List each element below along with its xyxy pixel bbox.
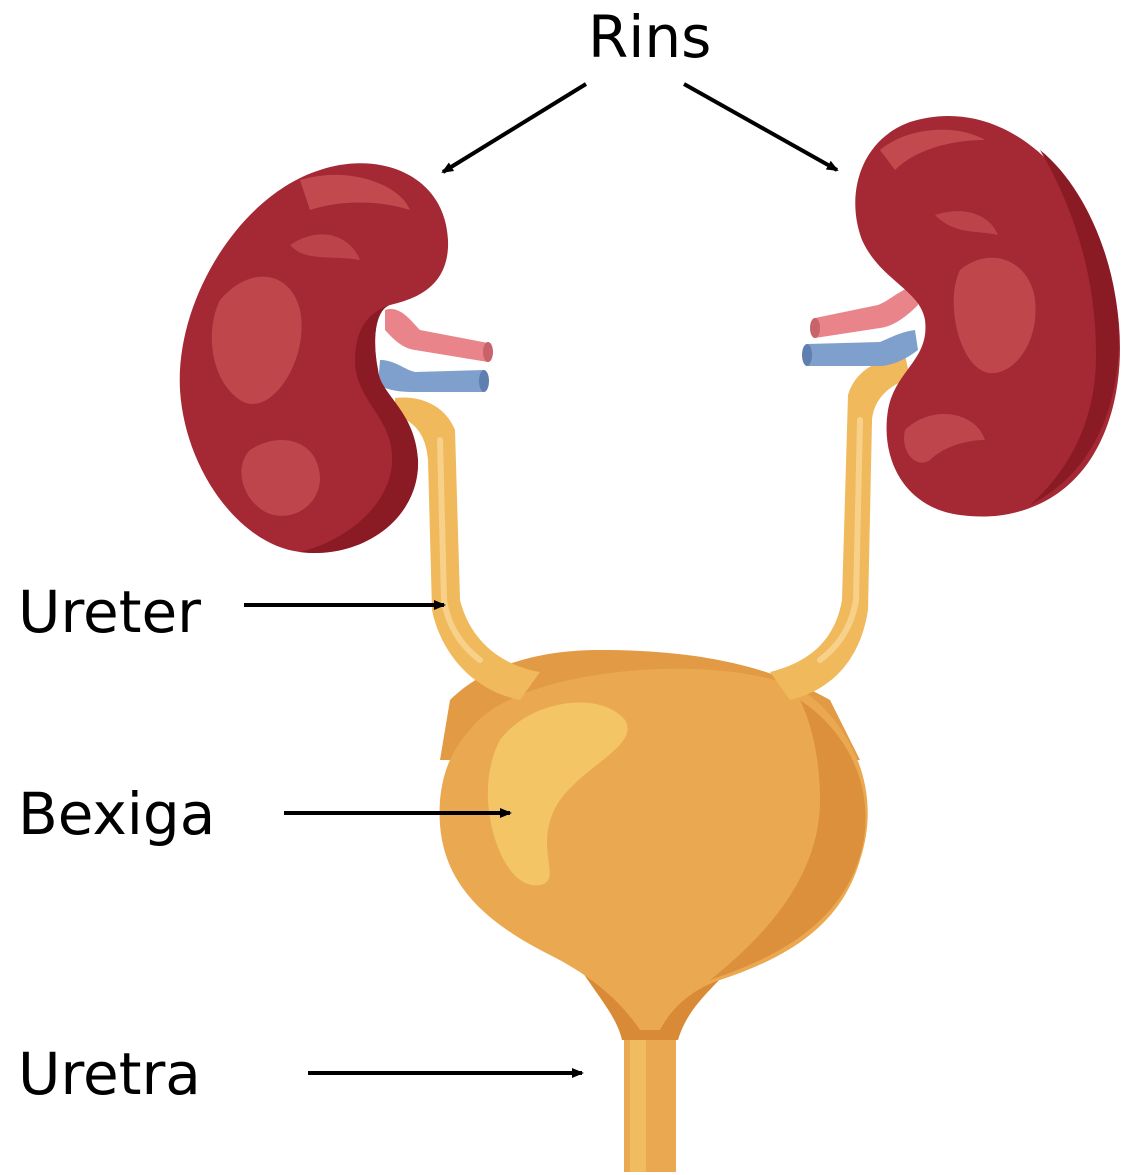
- label-ureter: Ureter: [18, 583, 201, 641]
- rins-arrow-left: [443, 84, 586, 172]
- ureter-left: [395, 397, 540, 700]
- label-uretra: Uretra: [18, 1045, 201, 1103]
- rins-arrow-right: [684, 84, 837, 170]
- label-rins: Rins: [588, 8, 711, 66]
- bladder: [440, 650, 868, 1172]
- label-bexiga: Bexiga: [18, 785, 215, 843]
